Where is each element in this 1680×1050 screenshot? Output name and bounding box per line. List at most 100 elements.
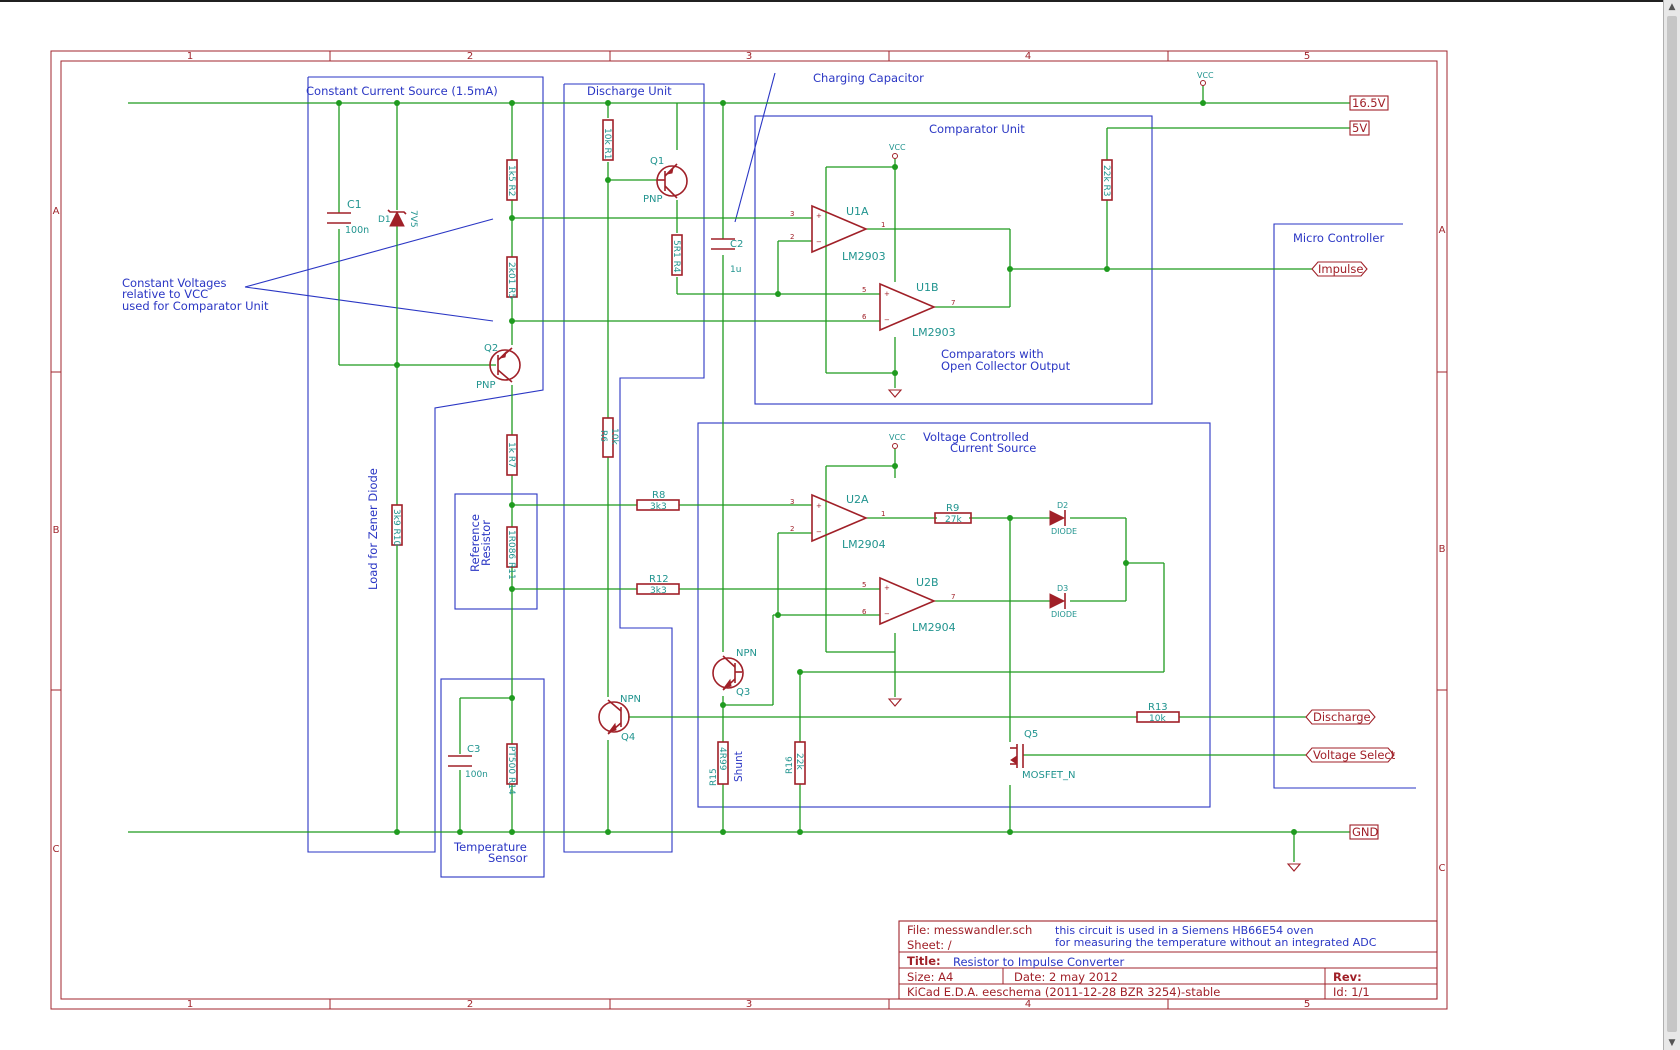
title-block: File: messwandler.sch Sheet: / this circ…: [898, 920, 1438, 1000]
scroll-up-arrow-icon[interactable]: ▲: [1668, 2, 1676, 12]
q4-ref: Q4: [621, 732, 635, 743]
resistor-r3[interactable]: 22k R3: [1101, 159, 1113, 201]
q5-ref: Q5: [1024, 729, 1038, 740]
frame-col-3-bottom: 3: [746, 999, 752, 1010]
label-reference-resistor-1: Reference: [468, 514, 482, 572]
net-label-16v5[interactable]: 16.5V: [1349, 95, 1389, 111]
svg-text:2: 2: [790, 233, 794, 241]
resistor-r7[interactable]: 1k R7: [506, 434, 518, 476]
label-temperature-sensor-2: Sensor: [488, 851, 528, 865]
transistor-q1[interactable]: Q1 PNP: [643, 156, 688, 205]
capacitor-c3[interactable]: C3 100n: [448, 744, 488, 780]
resistor-r9[interactable]: R9 27k: [934, 503, 972, 525]
resistor-r5[interactable]: 2k01 R5: [506, 256, 518, 299]
net-label-5v[interactable]: 5V: [1349, 120, 1370, 136]
resistor-r16[interactable]: R16 22k: [785, 741, 806, 785]
label-vccs-2: Current Source: [950, 441, 1036, 455]
tb-rev-label: Rev:: [1333, 970, 1362, 984]
box-micro-controller: [1273, 223, 1416, 789]
frame-col-1-bottom: 1: [187, 999, 193, 1010]
label-discharge-unit: Discharge Unit: [587, 84, 672, 98]
frame-row-c-left: C: [53, 844, 60, 855]
frame-col-2-bottom: 2: [467, 999, 473, 1010]
charging-capacitor-pointer: [734, 72, 776, 223]
transistor-q5[interactable]: Q5 MOSFET_N: [1010, 729, 1076, 781]
label-charging-capacitor: Charging Capacitor: [813, 71, 924, 85]
r5-label: 2k01 R5: [506, 262, 516, 299]
resistor-r15[interactable]: 4R99 R15 Shunt: [709, 741, 745, 786]
box-vccs: [697, 422, 1211, 808]
opamp-u2b[interactable]: +− 567 U2B LM2904: [862, 576, 956, 634]
q3-value: NPN: [736, 648, 757, 659]
u1a-ref: U1A: [846, 205, 869, 218]
diode-d2[interactable]: D2 DIODE: [1049, 501, 1077, 536]
r4-label: 5R1 R4: [671, 240, 681, 273]
opamp-u1a[interactable]: +− 321 U1A LM2903: [790, 204, 886, 263]
tb-comment-2: for measuring the temperature without an…: [1055, 936, 1377, 949]
gnd-symbol-u2: [887, 698, 903, 707]
scroll-thumb[interactable]: [1667, 16, 1677, 1032]
resistor-r8[interactable]: R8 3k3: [636, 490, 680, 512]
svg-text:VCC: VCC: [889, 143, 906, 152]
frame-col-1-top: 1: [187, 51, 193, 62]
capacitor-c1[interactable]: C1 100n: [327, 198, 369, 236]
net-label-impulse[interactable]: Impulse: [1311, 261, 1368, 277]
r2-label: 1k5 R2: [506, 165, 516, 197]
shunt-label: Shunt: [733, 751, 745, 782]
transistor-q3[interactable]: Q3 NPN: [712, 648, 757, 698]
constant-voltage-pointer-1: [244, 218, 494, 288]
r16-ref: R16: [785, 756, 795, 774]
net-label-gnd[interactable]: GND: [1349, 824, 1379, 840]
r13-value: 10k: [1149, 714, 1166, 724]
resistor-r1[interactable]: 10k R1: [602, 119, 614, 161]
r6-label: R6: [598, 430, 608, 442]
frame-col-3-top: 3: [746, 51, 752, 62]
q5-value: MOSFET_N: [1022, 770, 1076, 781]
resistor-r4[interactable]: 5R1 R4: [671, 234, 683, 276]
r1-label: 10k R1: [602, 128, 612, 160]
diode-d3[interactable]: D3 DIODE: [1049, 584, 1077, 619]
u1b-ref: U1B: [916, 281, 939, 294]
opamp-u1b[interactable]: +− 567 U1B LM2903: [862, 281, 956, 339]
frame-row-a-right: A: [1439, 225, 1446, 236]
resistor-r2[interactable]: 1k5 R2: [506, 159, 518, 201]
tb-id: Id: 1/1: [1333, 985, 1370, 999]
r7-label: 1k R7: [506, 442, 516, 468]
u2a-value: LM2904: [842, 538, 886, 551]
resistor-r11[interactable]: 1R086 R11: [506, 526, 518, 580]
r11-label: 1R086 R11: [506, 530, 516, 580]
net-label-discharge[interactable]: Discharge: [1305, 709, 1376, 725]
vertical-scrollbar[interactable]: ▲ ▼: [1663, 0, 1680, 1050]
label-constant-voltages-3: used for Comparator Unit: [122, 299, 269, 313]
svg-text:1: 1: [881, 221, 885, 229]
frame-col-4-bottom: 4: [1025, 999, 1031, 1010]
r9-value: 27k: [945, 515, 962, 525]
q3-ref: Q3: [736, 687, 750, 698]
net-label-gnd-text: GND: [1352, 825, 1379, 839]
zener-diode-d1[interactable]: D1 7V5: [378, 209, 418, 228]
resistor-r12[interactable]: R12 3k3: [636, 574, 680, 596]
label-constant-current: Constant Current Source (1.5mA): [306, 84, 498, 98]
d3-ref: D3: [1057, 584, 1068, 593]
box-discharge-unit: [563, 83, 705, 853]
frame-col-2-top: 2: [467, 51, 473, 62]
transistor-q2[interactable]: Q2 PNP: [476, 343, 521, 391]
gnd-symbol-u1: [887, 389, 903, 398]
opamp-u2a[interactable]: +− 321 U2A LM2904: [790, 493, 886, 551]
capacitor-c2[interactable]: C2 1u: [711, 238, 743, 275]
svg-text:5: 5: [862, 286, 866, 294]
resistor-r6[interactable]: R6 10k: [598, 417, 619, 458]
svg-text:+: +: [816, 502, 822, 510]
c2-value: 1u: [730, 265, 741, 275]
scroll-down-arrow-icon[interactable]: ▼: [1668, 1038, 1676, 1048]
frame-col-4-top: 4: [1025, 51, 1031, 62]
resistor-r14[interactable]: PT500 R14: [506, 743, 518, 795]
resistor-r10[interactable]: 3k9 R10: [391, 504, 403, 547]
resistor-r13[interactable]: R13 10k: [1136, 702, 1180, 724]
vcc-symbol-u2: VCC: [889, 433, 906, 449]
c1-value: 100n: [345, 225, 369, 236]
transistor-q4[interactable]: Q4 NPN: [598, 694, 641, 743]
svg-text:1: 1: [881, 510, 885, 518]
net-label-voltage-select[interactable]: Voltage Select: [1305, 747, 1396, 763]
